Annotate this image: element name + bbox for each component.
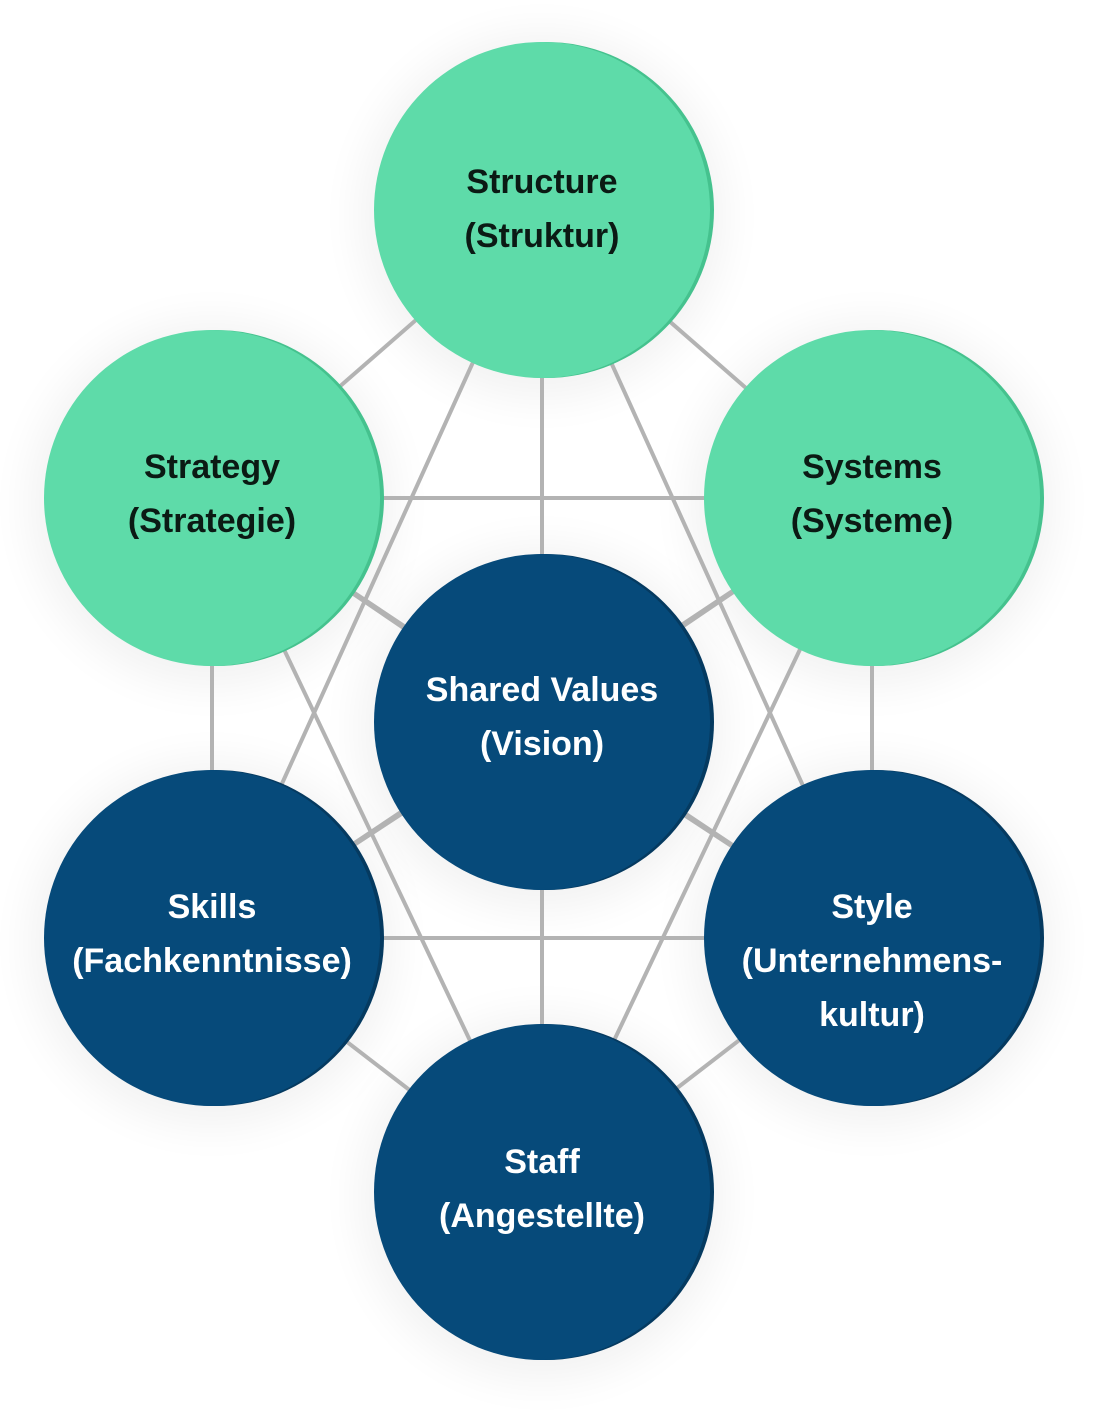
skills-label-english: Skills: [167, 888, 257, 926]
strategy-label: Strategy (Strategie): [52, 440, 372, 548]
structure-label-german: (Struktur): [464, 217, 620, 255]
staff-label-english: Staff: [504, 1143, 580, 1181]
style-label: Style (Unternehmens- kultur): [712, 880, 1032, 1042]
staff-circle: [374, 1024, 710, 1360]
shared-values-circle: [374, 554, 710, 890]
style-label-german-part2: kultur): [819, 996, 925, 1034]
staff-label-german: (Angestellte): [439, 1197, 645, 1235]
systems-label-english: Systems: [802, 448, 942, 486]
shared-values-label: Shared Values (Vision): [382, 663, 702, 771]
shared-values-label-english: Shared Values: [425, 671, 659, 709]
structure-label-english: Structure: [466, 163, 618, 201]
node-circles: [44, 42, 1044, 1360]
systems-label: Systems (Systeme): [712, 440, 1032, 548]
strategy-label-english: Strategy: [143, 448, 281, 486]
staff-label: Staff (Angestellte): [382, 1135, 702, 1243]
style-circle: [704, 770, 1040, 1106]
strategy-circle: [44, 330, 380, 666]
style-label-english: Style: [831, 888, 913, 926]
shared-values-label-german: (Vision): [479, 725, 605, 763]
structure-label: Structure (Struktur): [382, 155, 702, 263]
systems-circle: [704, 330, 1040, 666]
skills-label: Skills (Fachkenntnisse): [52, 880, 372, 988]
skills-circle: [44, 770, 380, 1106]
skills-label-german: (Fachkenntnisse): [72, 942, 352, 980]
structure-circle: [374, 42, 710, 378]
strategy-label-german: (Strategie): [127, 502, 297, 540]
systems-label-german: (Systeme): [790, 502, 954, 540]
style-label-german-part1: (Unternehmens-: [741, 942, 1003, 980]
